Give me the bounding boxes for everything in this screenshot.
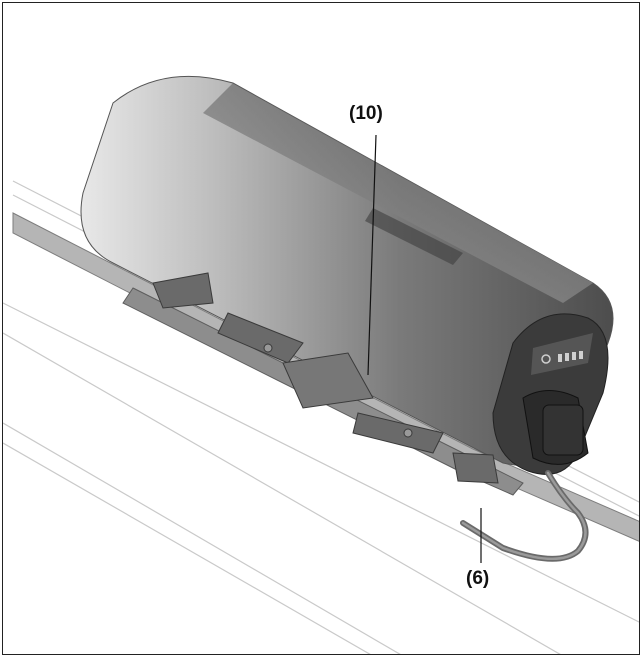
- charge-indicator-icon: [541, 351, 583, 364]
- battery-body: [80, 75, 614, 466]
- battery-callout-label: (10): [349, 103, 383, 124]
- leader-line-10: [367, 134, 377, 376]
- cable-callout-label: (6): [466, 568, 490, 589]
- rail-clamps: [152, 272, 499, 484]
- battery-mount-illustration: [3, 75, 639, 654]
- battery-end-cap: [492, 313, 609, 475]
